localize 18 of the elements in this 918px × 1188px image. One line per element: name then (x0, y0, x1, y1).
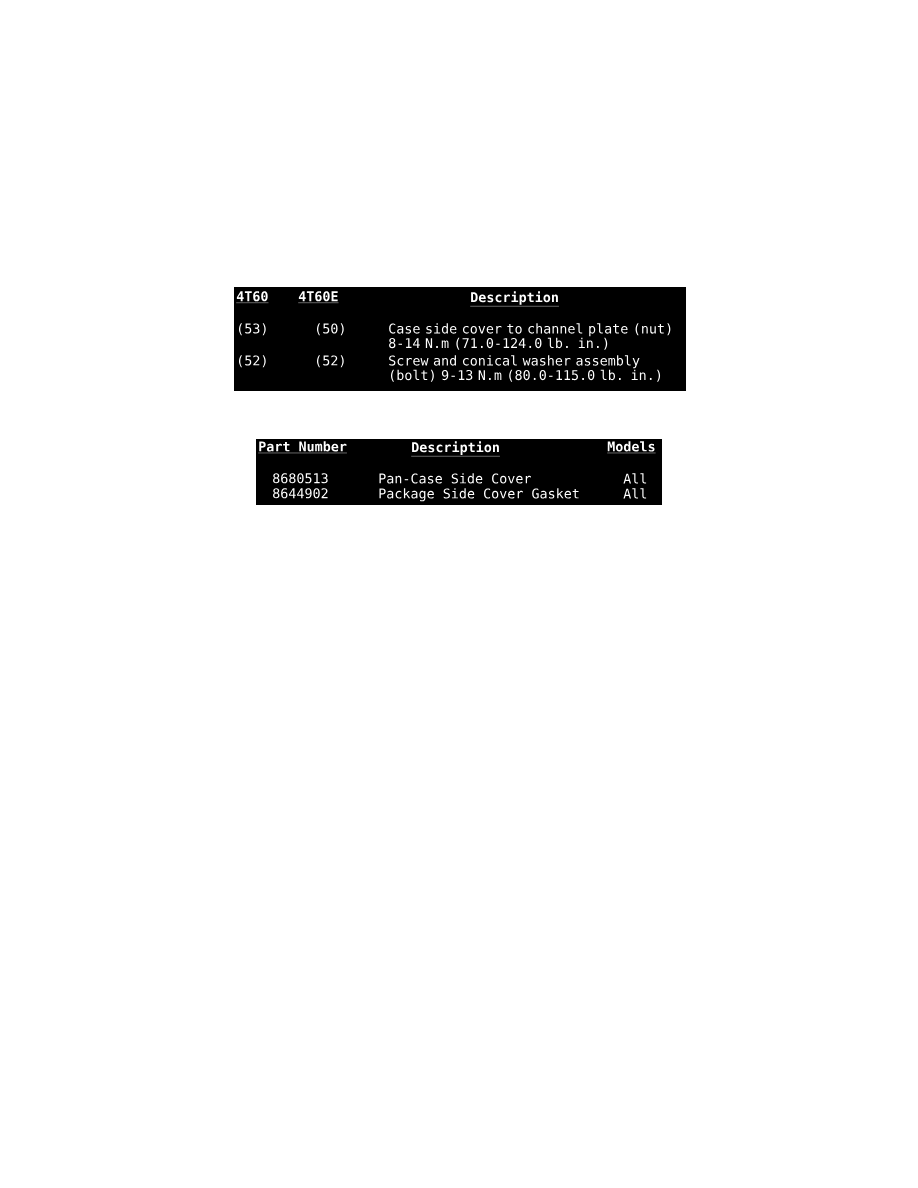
description-text: Screw and conical washer assembly (bolt) 9-13 N.m (80.0-115.0 lb. in.) (389, 355, 661, 382)
column-header: Models (607, 441, 656, 454)
description-text: Package Side Cover Gasket (379, 488, 579, 502)
model-text: All (623, 473, 647, 484)
callout-number: (52) (317, 355, 344, 368)
callout-number: (53) (239, 323, 266, 336)
callout-number: (50) (317, 323, 344, 336)
model-text: All (623, 488, 647, 499)
column-header: 4T60 (236, 291, 269, 303)
part-number: 8644902 (273, 488, 328, 499)
description-text: Case side cover to channel plate (nut) 8-14 N.m (71.0-124.0 lb. in.) (389, 323, 671, 350)
column-header: Description (470, 291, 560, 307)
part-number: 8680513 (273, 473, 328, 484)
callout-number: (52) (239, 355, 266, 368)
column-header: Description (411, 441, 501, 457)
column-header: 4T60E (298, 291, 339, 303)
column-header: Part Number (258, 441, 348, 454)
description-text: Pan-Case Side Cover (379, 473, 531, 484)
